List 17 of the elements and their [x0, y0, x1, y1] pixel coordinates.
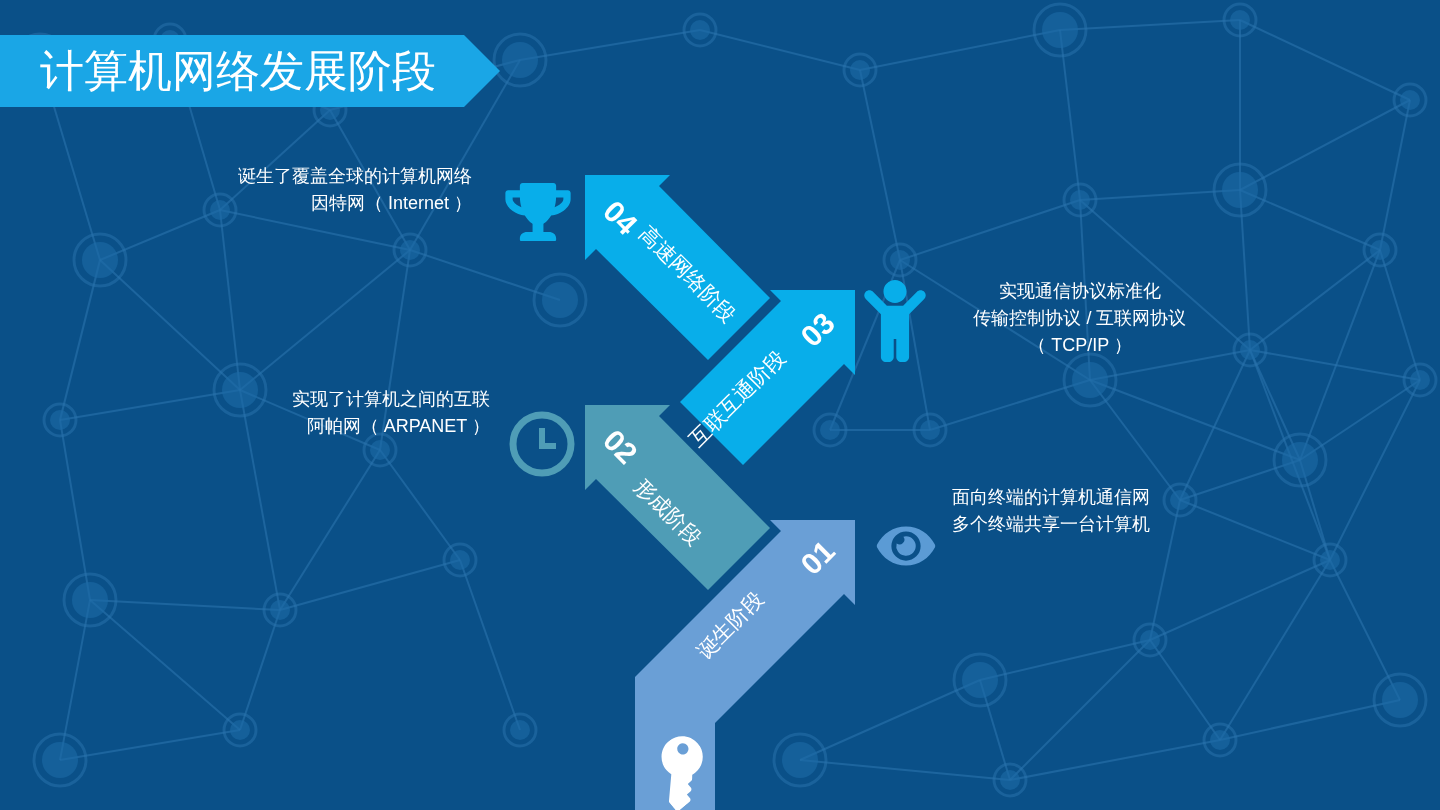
stage-number: 02	[597, 424, 643, 470]
stage-number: 03	[795, 307, 841, 353]
stage-label: 互联互通阶段	[685, 346, 789, 450]
description-text: 面向终端的计算机通信网	[952, 486, 1151, 509]
stage-number: 01	[795, 535, 841, 581]
stage-label: 形成阶段	[630, 474, 706, 550]
description-text: （ TCP/IP ）	[1027, 334, 1133, 357]
title-banner: 计算机网络发展阶段	[0, 35, 500, 107]
description-text: 实现了计算机之间的互联	[291, 388, 490, 411]
description-text: 阿帕网（ ARPANET ）	[305, 415, 490, 438]
description-text: 诞生了覆盖全球的计算机网络	[237, 165, 472, 188]
stage-label: 诞生阶段	[692, 587, 768, 663]
description-text: 多个终端共享一台计算机	[952, 513, 1151, 536]
description-text: 实现通信协议标准化	[998, 280, 1162, 303]
stage-label: 高速网络阶段	[636, 222, 740, 326]
description-text: 传输控制协议 / 互联网协议	[972, 307, 1188, 330]
description-text: 因特网（ Internet ）	[309, 192, 472, 215]
